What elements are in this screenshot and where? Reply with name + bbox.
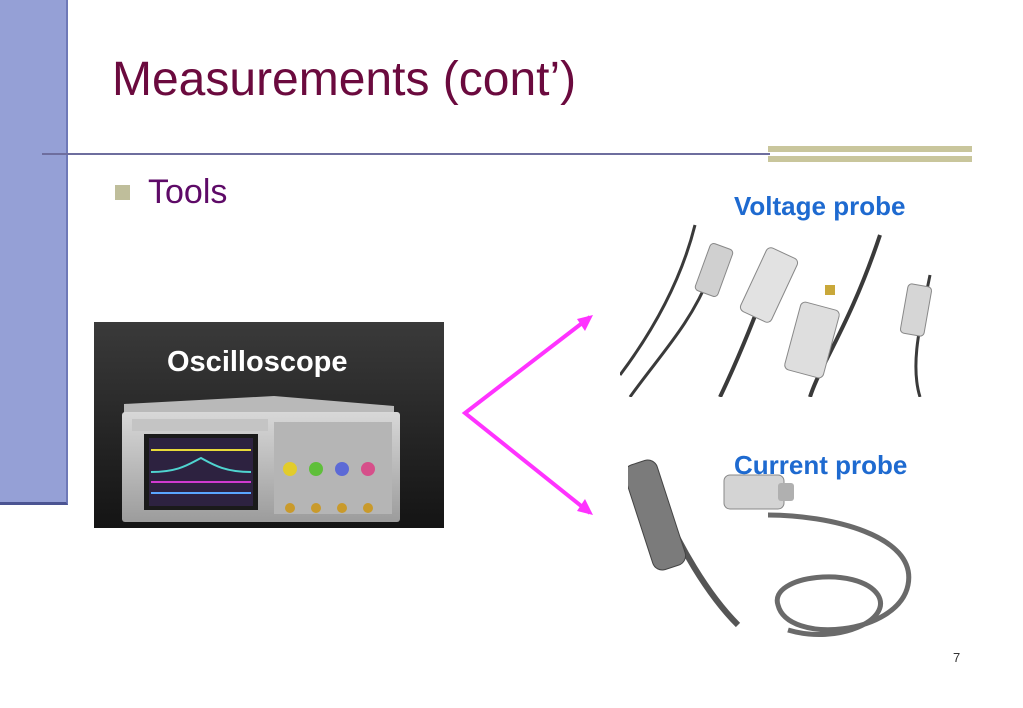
voltage-probe-label: Voltage probe — [734, 191, 906, 221]
title-divider — [42, 153, 770, 155]
side-bar-decoration — [0, 0, 68, 505]
oscilloscope-photo — [94, 322, 444, 528]
bullet-square-icon — [115, 185, 130, 200]
slide-title: Measurements (cont’) — [112, 53, 577, 106]
page-number: 7 — [953, 650, 961, 665]
bullet-text-tools: Tools — [148, 173, 228, 211]
voltage-probe-photo — [620, 224, 933, 397]
current-probe-label: Current probe — [734, 450, 908, 480]
connector-arrows — [461, 315, 593, 515]
divider-accent-band — [768, 146, 972, 164]
current-probe-photo — [628, 459, 912, 637]
oscilloscope-label: Oscilloscope — [167, 346, 348, 378]
